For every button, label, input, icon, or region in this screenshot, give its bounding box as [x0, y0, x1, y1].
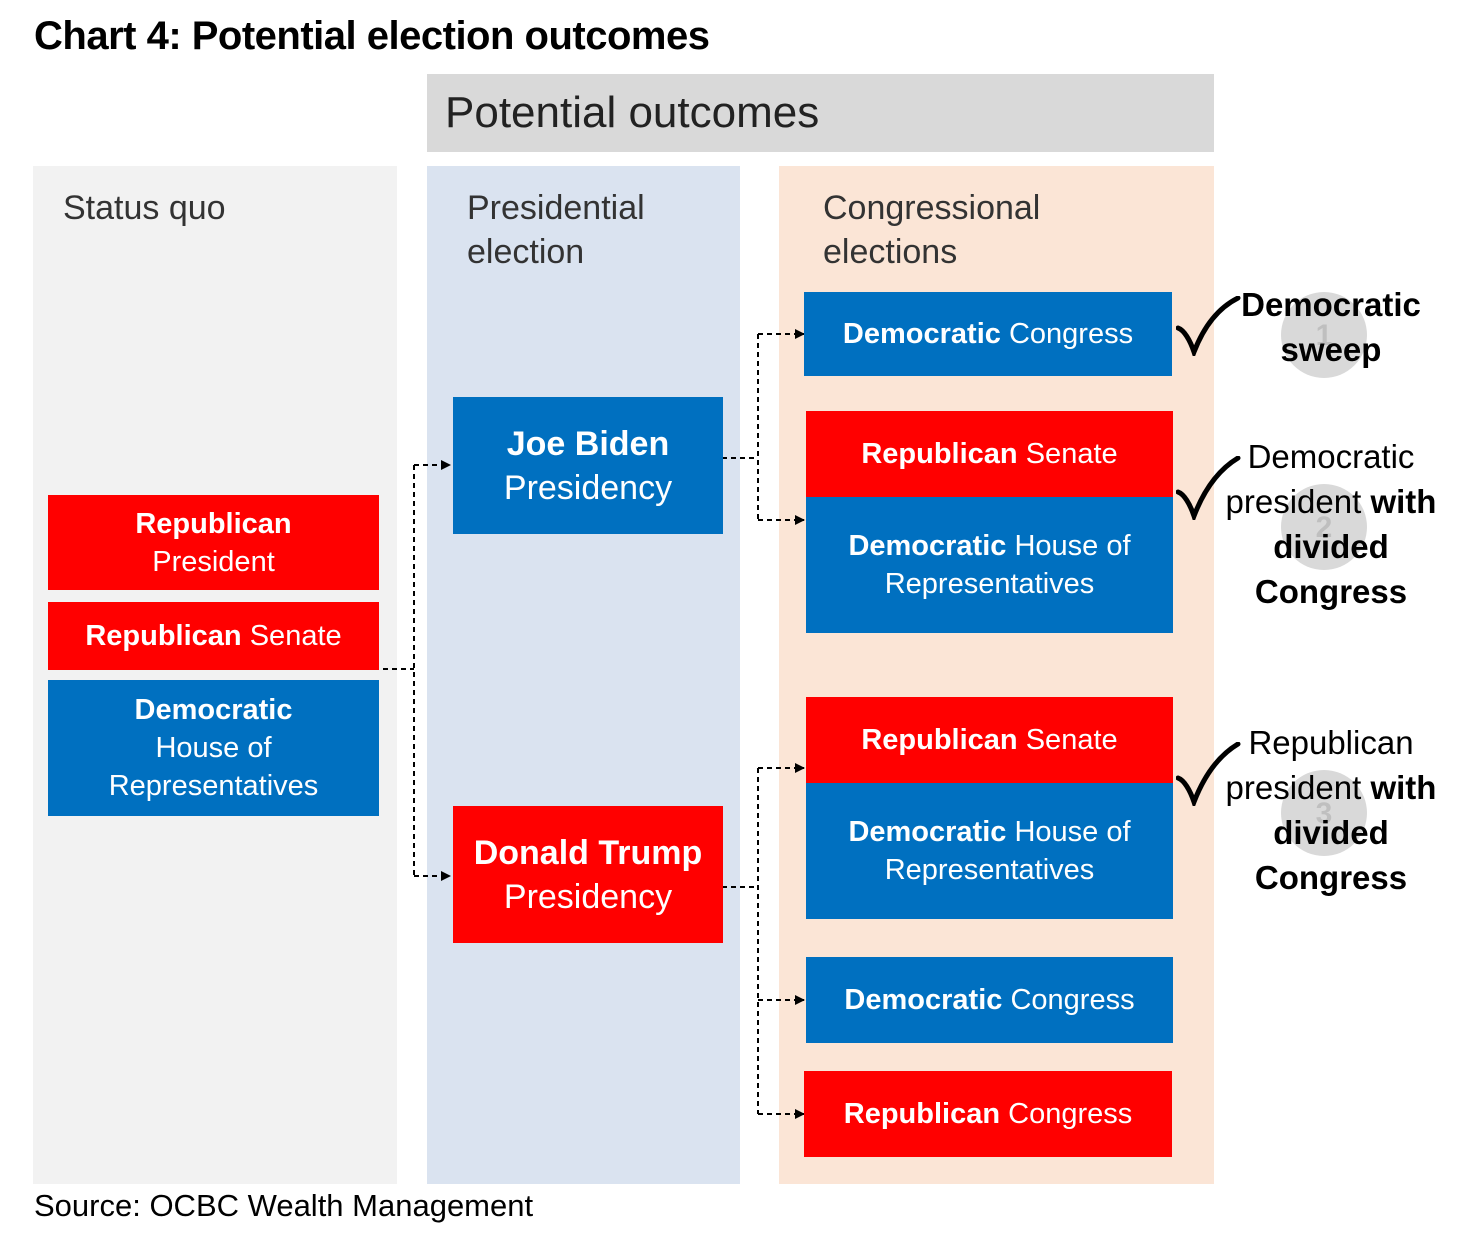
- trump-democratic-house: Democratic House of Representatives: [806, 783, 1173, 919]
- biden-democratic-congress: Democratic Congress: [804, 292, 1172, 376]
- check-icon: [1176, 742, 1241, 806]
- outcome-number-badge: 2: [1281, 484, 1367, 570]
- status-quo-column: [33, 166, 397, 1184]
- chart-title: Chart 4: Potential election outcomes: [34, 14, 710, 58]
- trump-republican-congress: Republican Congress: [804, 1071, 1172, 1157]
- check-icon: [1176, 456, 1241, 520]
- outcome-number-badge: 1: [1281, 292, 1367, 378]
- biden-democratic-house: Democratic House of Representatives: [806, 497, 1173, 633]
- presidential-column: [427, 166, 740, 1184]
- outcome-number-badge: 3: [1281, 770, 1367, 856]
- trump-republican-senate: Republican Senate: [806, 697, 1173, 783]
- outcome-3-republican-president-divided-congress: 3 Republican president with divided Cong…: [1176, 720, 1456, 900]
- check-icon: [1176, 296, 1241, 356]
- potential-outcomes-header: Potential outcomes: [427, 74, 1214, 152]
- trump-democratic-congress: Democratic Congress: [806, 957, 1173, 1043]
- status-quo-republican-senate: Republican Senate: [48, 602, 379, 670]
- biden-republican-senate: Republican Senate: [806, 411, 1173, 497]
- status-quo-heading: Status quo: [63, 189, 226, 227]
- outcome-2-democratic-president-divided-congress: 2 Democratic president with divided Cong…: [1176, 434, 1456, 614]
- source-note: Source: OCBC Wealth Management: [34, 1188, 534, 1223]
- outcome-1-democratic-sweep: 1 Democratic sweep: [1176, 282, 1456, 382]
